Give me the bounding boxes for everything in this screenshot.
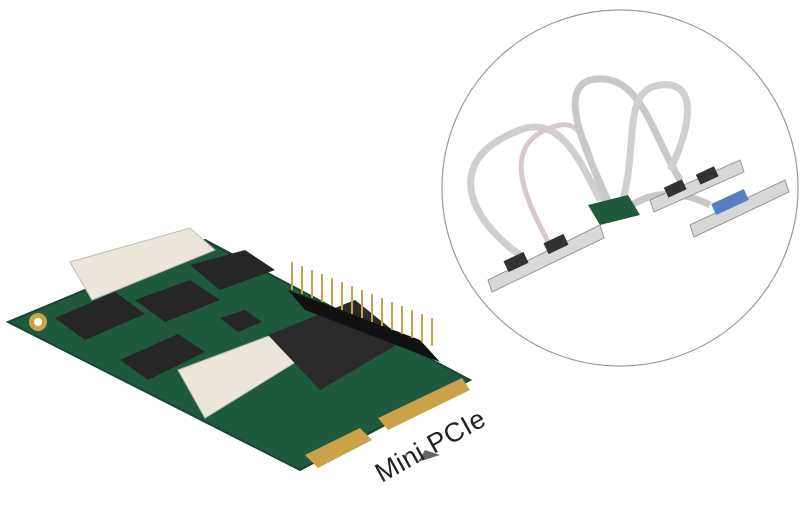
mini-pcie-card xyxy=(5,227,473,472)
accessory-inset xyxy=(441,9,799,367)
arrow-up-icon xyxy=(418,450,440,462)
